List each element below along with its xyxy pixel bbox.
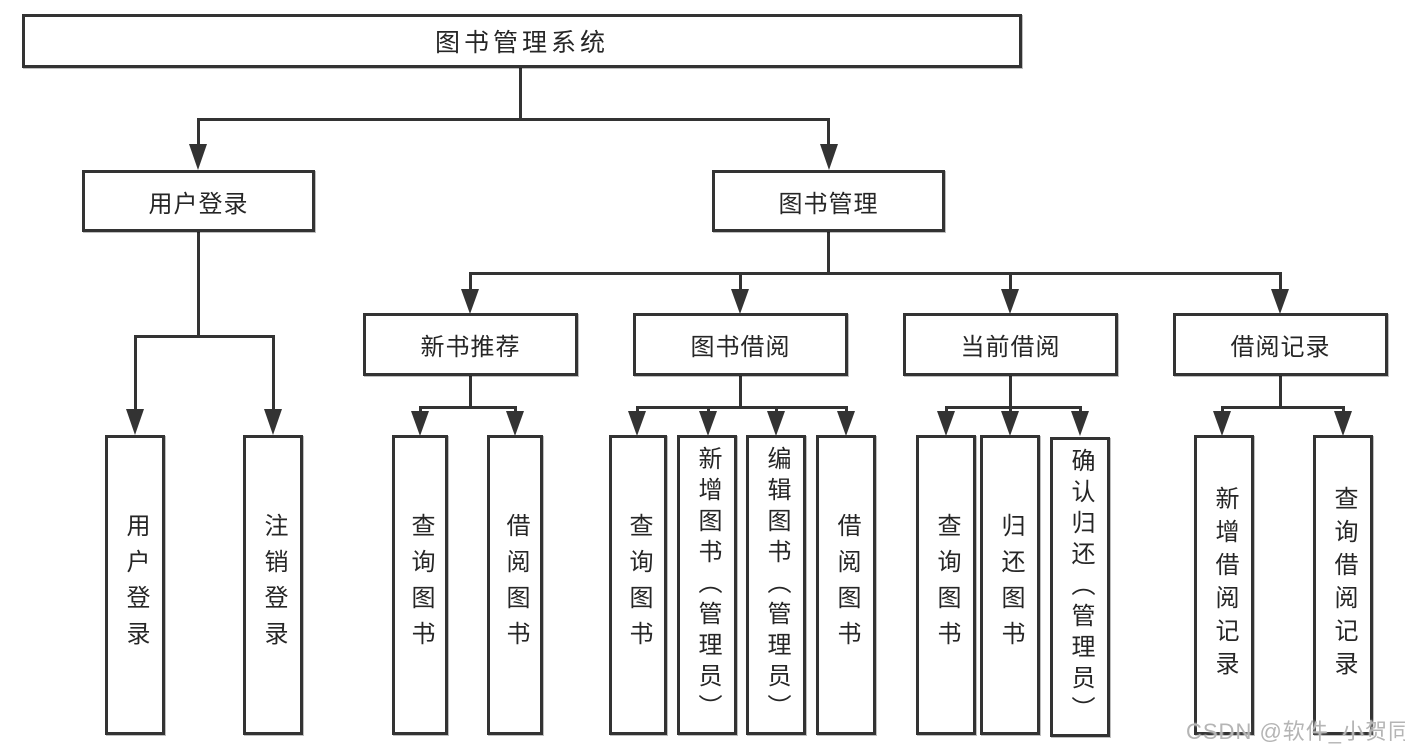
arrow-down-icon (264, 409, 282, 435)
connector-newbook-stem (469, 272, 472, 289)
arrow-down-icon (1213, 411, 1231, 436)
leaf-current-return-books: 归还图书 (980, 435, 1040, 735)
connector-login-leaf1-stem (134, 335, 137, 409)
arrow-down-icon (1271, 289, 1289, 314)
connector-book-manage-stem (827, 118, 830, 144)
arrow-down-icon (1334, 411, 1352, 436)
leaf-logout: 注销登录 (243, 435, 303, 735)
connector-root-stem (519, 68, 522, 118)
arrow-down-icon (731, 289, 749, 314)
leaf-borrow-add-books-admin: 新增图书（管理员） (677, 435, 737, 735)
arrow-down-icon (411, 411, 429, 436)
arrow-down-icon (189, 144, 207, 170)
node-user-login: 用户登录 (82, 170, 315, 232)
connector-user-login-stem (197, 118, 200, 144)
connector-leaf-stem (636, 406, 639, 413)
leaf-records-add-record: 新增借阅记录 (1194, 435, 1254, 735)
connector-leaf-stem (945, 406, 948, 413)
arrow-down-icon (767, 411, 785, 436)
node-book-management-system: 图书管理系统 (22, 14, 1022, 68)
arrow-down-icon (1001, 289, 1019, 314)
arrow-down-icon (1001, 411, 1019, 436)
connector-records-hbar (1221, 406, 1344, 409)
connector-login-hbar (134, 335, 274, 338)
leaf-borrow-borrow-books: 借阅图书 (816, 435, 876, 735)
connector-leaf-stem (419, 406, 422, 413)
connector-currentborrow-hbar (945, 406, 1081, 409)
node-book-borrow: 图书借阅 (633, 313, 848, 376)
connector-leaf-stem (845, 406, 848, 413)
connector-leaf-stem (1221, 406, 1224, 413)
connector-leaf-stem (775, 406, 778, 413)
leaf-current-confirm-return-admin: 确认归还（管理员） (1050, 437, 1110, 737)
connector-currentborrow-stem (1009, 272, 1012, 289)
arrow-down-icon (1071, 411, 1089, 436)
node-borrow-records: 借阅记录 (1173, 313, 1388, 376)
connector-newbook-down (469, 376, 472, 406)
leaf-borrow-query-books: 查询图书 (609, 435, 667, 735)
arrow-down-icon (126, 409, 144, 435)
arrow-down-icon (837, 411, 855, 436)
csdn-watermark: CSDN @软件_小贺同学 (1186, 719, 1405, 744)
connector-root-hbar (197, 118, 830, 121)
leaf-newbook-borrow-books: 借阅图书 (487, 435, 543, 735)
leaf-newbook-query-books: 查询图书 (392, 435, 448, 735)
connector-leaf-stem (1009, 406, 1012, 413)
connector-records-stem (1279, 272, 1282, 289)
arrow-down-icon (699, 411, 717, 436)
arrow-down-icon (820, 144, 838, 170)
connector-leaf-stem (707, 406, 710, 413)
connector-login-down (197, 232, 200, 335)
leaf-user-login: 用户登录 (105, 435, 165, 735)
arrow-down-icon (461, 289, 479, 314)
leaf-borrow-edit-books-admin: 编辑图书（管理员） (746, 435, 806, 735)
connector-currentborrow-down (1009, 376, 1012, 406)
connector-manage-hbar (469, 272, 1281, 275)
connector-bookborrow-hbar (636, 406, 847, 409)
connector-bookborrow-stem (739, 272, 742, 289)
node-current-borrow: 当前借阅 (903, 313, 1118, 376)
connector-leaf-stem (1342, 406, 1345, 413)
arrow-down-icon (628, 411, 646, 436)
connector-records-down (1279, 376, 1282, 406)
connector-leaf-stem (514, 406, 517, 413)
connector-newbook-hbar (419, 406, 517, 409)
connector-login-leaf2-stem (272, 335, 275, 409)
connector-bookborrow-down (739, 376, 742, 406)
leaf-records-query-record: 查询借阅记录 (1313, 435, 1373, 735)
arrow-down-icon (937, 411, 955, 436)
leaf-current-query-books: 查询图书 (916, 435, 976, 735)
node-new-book-recommend: 新书推荐 (363, 313, 578, 376)
arrow-down-icon (506, 411, 524, 436)
connector-manage-down (827, 232, 830, 273)
connector-leaf-stem (1079, 406, 1082, 413)
node-book-manage: 图书管理 (712, 170, 945, 232)
